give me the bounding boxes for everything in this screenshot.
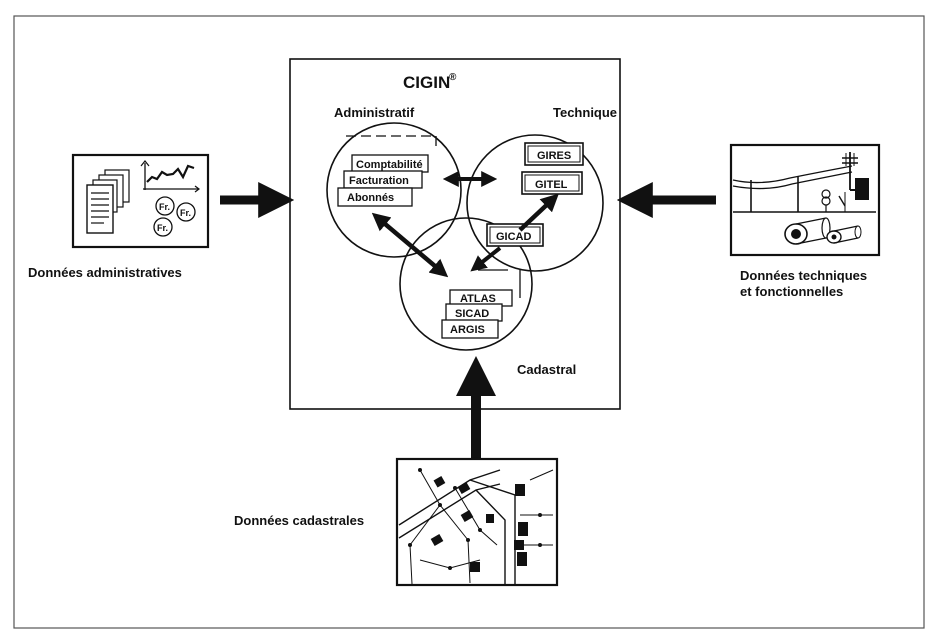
system-title: CIGIN xyxy=(403,73,450,92)
network-infrastructure-icon xyxy=(729,143,881,257)
documents-chart-coins-icon: Fr. Fr. Fr. xyxy=(71,153,210,249)
source-label-tech-line1: Données techniques xyxy=(740,268,867,283)
module-label-gires: GIRES xyxy=(537,150,571,162)
module-label-atlas: ATLAS xyxy=(460,293,496,305)
circle-cadastral xyxy=(399,217,533,351)
coin-mark: Fr. xyxy=(180,208,191,218)
arrow-admin-cadastral xyxy=(371,212,449,278)
module-label-comptabilite: Comptabilité xyxy=(356,159,423,171)
circle-technique xyxy=(466,134,604,272)
module-box-gires xyxy=(524,142,584,166)
registered-mark: ® xyxy=(449,72,457,83)
module-label-facturation: Facturation xyxy=(349,175,409,187)
source-label-cadastre: Données cadastrales xyxy=(234,513,364,528)
source-label-admin: Données administratives xyxy=(28,265,182,280)
source-label-tech-line2: et fonctionnelles xyxy=(740,284,843,299)
module-label-gicad: GICAD xyxy=(496,231,532,243)
module-label-sicad: SICAD xyxy=(455,308,489,320)
module-box-gicad xyxy=(486,223,544,247)
module-box-argis xyxy=(441,319,499,339)
coin-mark: Fr. xyxy=(159,202,170,212)
circle-label-technique: Technique xyxy=(553,105,617,120)
coin-mark: Fr. xyxy=(157,223,168,233)
module-label-argis: ARGIS xyxy=(450,324,485,336)
module-label-gitel: GITEL xyxy=(535,179,568,191)
module-label-abonnes: Abonnés xyxy=(347,192,394,204)
arrow-gitel-gicad xyxy=(518,193,559,232)
cigin-system-box xyxy=(289,58,621,410)
module-box-abonnes xyxy=(337,187,413,207)
circle-label-administratif: Administratif xyxy=(334,105,415,120)
cadastral-map-icon xyxy=(395,457,559,587)
arrow-gicad-cadastral xyxy=(470,246,502,272)
admin-stack-outline xyxy=(346,135,437,148)
circle-label-cadastral: Cadastral xyxy=(517,362,576,377)
outer-frame xyxy=(13,15,925,629)
